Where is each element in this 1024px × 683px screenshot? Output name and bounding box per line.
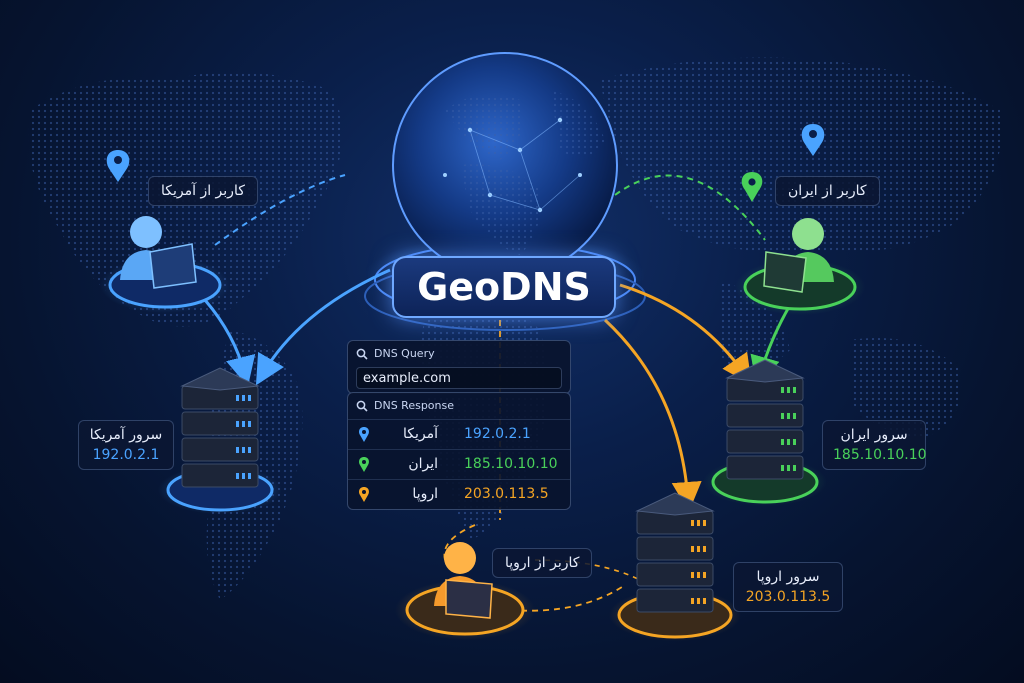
arrow-geodns-server-iran <box>619 283 752 385</box>
server-europe-ip: 203.0.113.5 <box>745 589 831 605</box>
server-america-label: سرور آمریکا 192.0.2.1 <box>78 420 174 470</box>
server-iran-label: سرور ایران 185.10.10.10 <box>822 420 927 470</box>
user-iran-label: کاربر از ایران <box>775 176 880 206</box>
location-pin-icon <box>801 124 825 156</box>
link-user-america-globe <box>214 174 346 246</box>
user-laptop-icon <box>763 218 834 293</box>
link-user-iran-globe <box>614 174 766 241</box>
dns-query-panel: DNS Query example.com <box>347 340 571 394</box>
response-region: اروپا <box>412 486 438 502</box>
user-europe-label: کاربر از اروپا <box>492 548 593 578</box>
response-ip: 203.0.113.5 <box>464 486 549 502</box>
response-ip: 185.10.10.10 <box>464 456 558 472</box>
globe-icon <box>392 52 618 278</box>
user-america-label: کاربر از آمریکا <box>148 176 258 206</box>
response-row-iran: ایران 185.10.10.10 <box>348 449 570 480</box>
server-europe-label: سرور اروپا 203.0.113.5 <box>733 562 843 612</box>
server-iran-ip: 185.10.10.10 <box>833 447 927 463</box>
dns-query-field: example.com <box>356 367 562 389</box>
response-region: آمریکا <box>402 426 438 442</box>
location-pin-icon <box>359 487 369 502</box>
search-icon <box>356 400 368 412</box>
response-ip: 192.0.2.1 <box>464 426 531 442</box>
response-row-europe: اروپا 203.0.113.5 <box>348 479 570 510</box>
location-pin-icon <box>359 457 369 472</box>
server-iran-name: سرور ایران <box>840 427 908 443</box>
server-icon <box>635 492 715 613</box>
arrow-geodns-server-europe <box>603 318 702 512</box>
arrow-user-america-server <box>203 299 256 387</box>
user-laptop-icon <box>120 216 197 289</box>
location-pin-icon <box>106 150 130 182</box>
response-region: ایران <box>408 456 438 472</box>
arrow-geodns-server-america <box>255 268 391 386</box>
search-icon <box>356 348 368 360</box>
location-pin-icon <box>359 427 369 442</box>
dns-response-title: DNS Response <box>374 399 455 412</box>
server-america-name: سرور آمریکا <box>89 427 163 443</box>
server-europe-name: سرور اروپا <box>756 569 820 585</box>
user-laptop-icon <box>434 542 493 619</box>
geodns-title: GeoDNS <box>392 256 616 318</box>
response-row-america: آمریکا 192.0.2.1 <box>348 419 570 450</box>
server-america-ip: 192.0.2.1 <box>92 447 160 463</box>
dns-response-panel: DNS Response آمریکا 192.0.2.1 ایران 185.… <box>347 392 571 510</box>
server-icon <box>180 367 260 488</box>
location-pin-icon <box>741 172 763 202</box>
server-icon <box>725 359 805 480</box>
dns-query-title: DNS Query <box>374 347 435 360</box>
